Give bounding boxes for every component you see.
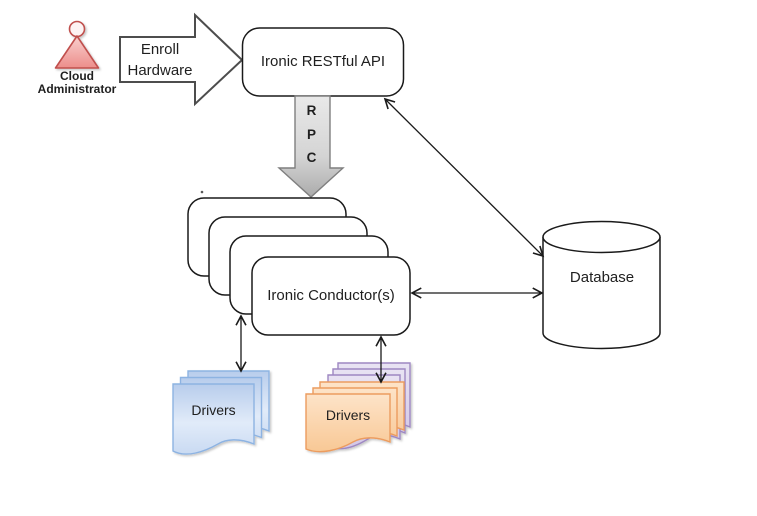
drivers-blue-stack	[172, 370, 270, 455]
ironic-conductor-stack	[187, 197, 411, 336]
drivers-blue-label: Drivers	[191, 401, 236, 418]
rpc-letter-r: R	[306, 103, 317, 118]
person-head-icon	[68, 20, 86, 38]
person-body-icon	[54, 35, 100, 69]
database-cylinder-body	[542, 237, 661, 350]
connector-arrows	[235, 97, 545, 384]
enroll-hardware-label-line2: Hardware	[127, 62, 193, 80]
drivers-blue-doc-front	[172, 383, 255, 455]
rpc-letter-p: P	[306, 126, 316, 142]
drivers-orange-stack	[305, 362, 411, 453]
cloud-administrator-icon	[54, 20, 100, 69]
database-cylinder-icon	[542, 220, 661, 350]
ironic-conductor-label: Ironic Conductor(s)	[267, 287, 395, 305]
stray-dot	[200, 190, 204, 194]
ironic-restful-api-label: Ironic RESTful API	[260, 53, 386, 71]
drivers-orange-label: Drivers	[325, 406, 371, 423]
drivers-orange-doc-front	[305, 393, 391, 453]
cloud-administrator-label: Cloud Administrator	[37, 69, 117, 96]
database-cylinder-top	[542, 220, 661, 254]
enroll-hardware-block-arrow	[119, 12, 244, 107]
rpc-label: R P C	[296, 103, 327, 165]
enroll-hardware-label-line1: Enroll	[140, 41, 180, 59]
rpc-letter-c: C	[306, 150, 317, 165]
arrow-api-database	[383, 97, 545, 258]
database-label: Database	[569, 269, 635, 287]
conductor-box-front	[251, 256, 411, 336]
rpc-block-arrow	[277, 95, 345, 198]
